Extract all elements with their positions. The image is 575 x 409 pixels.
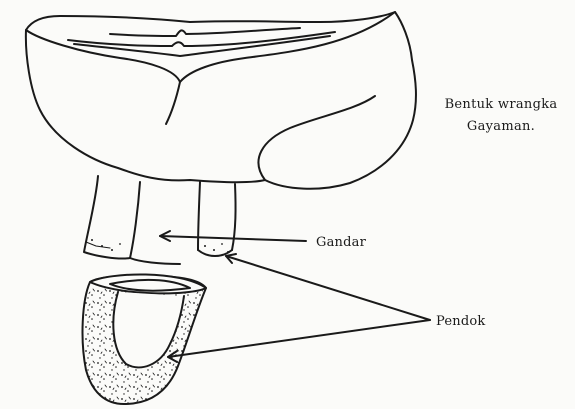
figure-caption: Bentuk wrangka Gayaman.	[436, 94, 566, 138]
caption-line-2: Gayaman.	[436, 116, 566, 138]
gandar-left	[84, 176, 130, 259]
gandar-stipple	[91, 239, 229, 253]
gandar-label: Gandar	[316, 235, 366, 250]
pendok-arrow-lower	[168, 320, 430, 357]
pendok-label: Pendok	[436, 314, 485, 329]
caption-line-1: Bentuk wrangka	[436, 94, 566, 116]
gandar-right	[198, 182, 200, 250]
wrangka-body	[26, 12, 416, 189]
pendok-arrow-upper	[226, 256, 430, 320]
wrangka-rim	[26, 12, 395, 82]
